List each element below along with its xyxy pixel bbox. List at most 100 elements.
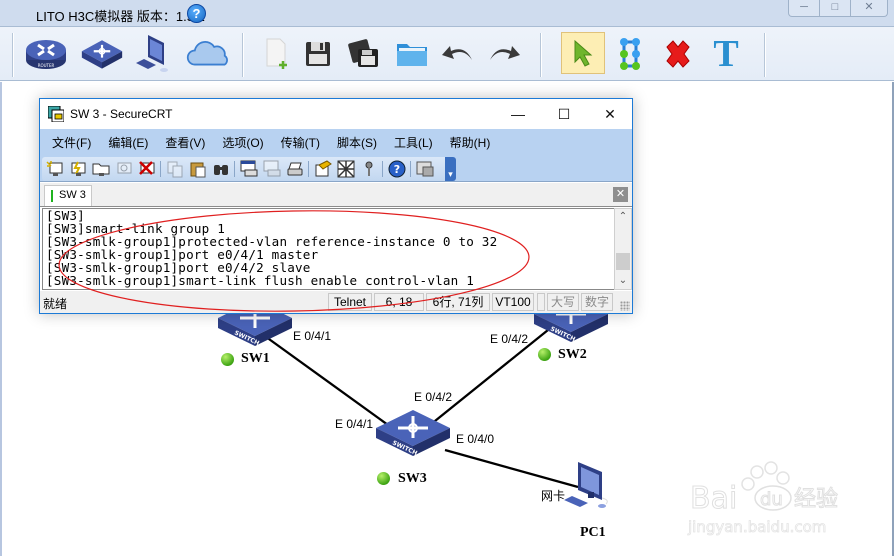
- pc-icon: [136, 35, 168, 72]
- open-folder-icon: [397, 44, 427, 66]
- close-button[interactable]: ✕: [864, 1, 874, 13]
- node-label-sw2[interactable]: SW2: [558, 347, 587, 362]
- save-as-button[interactable]: [342, 33, 386, 75]
- toolbar-separator: [764, 33, 766, 77]
- maximize-button[interactable]: □: [820, 0, 851, 16]
- menu-options[interactable]: 选项(O): [222, 136, 264, 150]
- main-toolbar: ROUTER: [0, 26, 894, 81]
- open-folder-button[interactable]: [390, 33, 434, 75]
- crt-close-button[interactable]: ✕: [604, 106, 616, 122]
- select-pointer-icon: [574, 39, 593, 67]
- node-label-sw1[interactable]: SW1: [241, 351, 270, 366]
- crt-title-bar[interactable]: SW 3 - SecureCRT — ☐ ✕: [40, 99, 632, 129]
- sftp-icon[interactable]: [416, 160, 434, 178]
- menu-view[interactable]: 查看(V): [165, 136, 206, 150]
- connect-icon[interactable]: [46, 160, 64, 178]
- status-emulation: VT100: [492, 293, 534, 311]
- save-button[interactable]: [296, 33, 340, 75]
- node-label-sw3[interactable]: SW3: [398, 471, 427, 486]
- status-num: 数字: [581, 293, 613, 311]
- menu-tools[interactable]: 工具(L): [393, 136, 433, 150]
- baidu-watermark: Bai du 经验 jingyan.baidu.com: [687, 461, 839, 536]
- crt-maximize-button[interactable]: ☐: [557, 106, 571, 122]
- securecrt-window: SW 3 - SecureCRT — ☐ ✕ 文件(F) 编辑(E) 查看(V)…: [39, 98, 633, 314]
- text-tool-icon: T: [713, 33, 739, 75]
- resize-grip[interactable]: [620, 301, 630, 311]
- port-label: E 0/4/0: [456, 432, 495, 446]
- terminal-line: [SW3-smlk-group1]smart-link flush enable…: [46, 273, 475, 288]
- switch-icon[interactable]: SWITCH: [374, 410, 452, 458]
- reconnect-icon[interactable]: [115, 160, 133, 178]
- quick-connect-icon[interactable]: [69, 160, 87, 178]
- undo-button[interactable]: [436, 33, 480, 75]
- help-icon[interactable]: ?: [187, 4, 206, 23]
- add-switch-button[interactable]: [80, 33, 124, 75]
- menu-transfer[interactable]: 传输(T): [280, 136, 320, 150]
- add-cloud-button[interactable]: [186, 33, 230, 75]
- terminal-output[interactable]: [SW3] [SW3]smart-link group 1 [SW3-smlk-…: [42, 208, 614, 290]
- menu-help[interactable]: 帮助(H): [449, 136, 491, 150]
- cloud-icon: [186, 41, 228, 66]
- minimize-button[interactable]: ─: [789, 0, 820, 16]
- text-tool-button[interactable]: T: [704, 33, 748, 75]
- svg-text:?: ?: [394, 163, 400, 176]
- scroll-down-icon[interactable]: ⌄: [618, 275, 628, 286]
- print-screen-icon[interactable]: [240, 160, 258, 178]
- toolbar-separator: [242, 33, 244, 77]
- new-file-button[interactable]: [254, 33, 298, 75]
- redo-button[interactable]: [482, 33, 526, 75]
- app-title-bar: LITO H3C模拟器 版本：1.5.2 ? ─ □ ✕: [0, 0, 894, 26]
- close-tab-button[interactable]: ✕: [613, 187, 628, 202]
- port-label: E 0/4/2: [414, 390, 453, 404]
- svg-text:du: du: [760, 489, 783, 510]
- switch-icon: [81, 40, 123, 69]
- securecrt-app-icon: [48, 106, 64, 122]
- port-label: E 0/4/1: [293, 329, 332, 343]
- port-label: 网卡: [541, 489, 566, 503]
- global-options-icon[interactable]: [337, 160, 355, 178]
- save-icon: [306, 42, 330, 66]
- delete-tool-button[interactable]: [656, 33, 700, 75]
- new-file-icon: [266, 38, 287, 69]
- menu-file[interactable]: 文件(F): [52, 136, 92, 150]
- help-icon[interactable]: ?: [388, 160, 406, 178]
- print-selection-icon[interactable]: [263, 160, 281, 178]
- key-icon[interactable]: [360, 160, 378, 178]
- status-caps: 大写: [547, 293, 579, 311]
- status-indicator: [377, 472, 390, 485]
- node-label-pc1[interactable]: PC1: [580, 525, 606, 540]
- redo-icon: [490, 46, 520, 60]
- connect-in-tab-icon[interactable]: [92, 160, 110, 178]
- connect-link-icon: [620, 38, 640, 70]
- watermark-url: jingyan.baidu.com: [687, 518, 826, 536]
- add-router-button[interactable]: ROUTER: [24, 33, 68, 75]
- terminal-scrollbar[interactable]: ⌃ ⌄: [614, 208, 632, 290]
- scroll-up-icon[interactable]: ⌃: [618, 211, 628, 222]
- crt-window-title: SW 3 - SecureCRT: [70, 107, 173, 121]
- menu-script[interactable]: 脚本(S): [336, 136, 377, 150]
- toolbar-overflow-button[interactable]: ▾: [445, 157, 456, 181]
- session-tab-bar: SW 3 ✕: [40, 183, 632, 207]
- connect-tool-button[interactable]: [608, 33, 652, 75]
- crt-minimize-button[interactable]: —: [511, 106, 525, 122]
- session-options-icon[interactable]: [314, 160, 332, 178]
- copy-icon[interactable]: [166, 160, 184, 178]
- status-protocol: Telnet: [328, 293, 372, 311]
- port-label: E 0/4/2: [490, 332, 529, 346]
- select-tool-button[interactable]: [561, 32, 605, 74]
- print-icon[interactable]: [286, 160, 304, 178]
- status-cursor: 6, 18: [374, 293, 424, 311]
- disconnect-icon[interactable]: [138, 160, 156, 178]
- toolbar-separator: [540, 33, 542, 77]
- status-blank: [537, 293, 545, 311]
- status-size: 6行, 71列: [426, 293, 490, 311]
- pc-icon[interactable]: [562, 462, 616, 512]
- session-tab[interactable]: SW 3: [44, 185, 92, 206]
- undo-icon: [442, 46, 472, 60]
- find-icon[interactable]: [212, 160, 230, 178]
- menu-edit[interactable]: 编辑(E): [108, 136, 149, 150]
- scroll-thumb[interactable]: [616, 253, 630, 270]
- paste-icon[interactable]: [189, 160, 207, 178]
- watermark-brand: Bai: [690, 481, 737, 516]
- add-pc-button[interactable]: [132, 33, 176, 75]
